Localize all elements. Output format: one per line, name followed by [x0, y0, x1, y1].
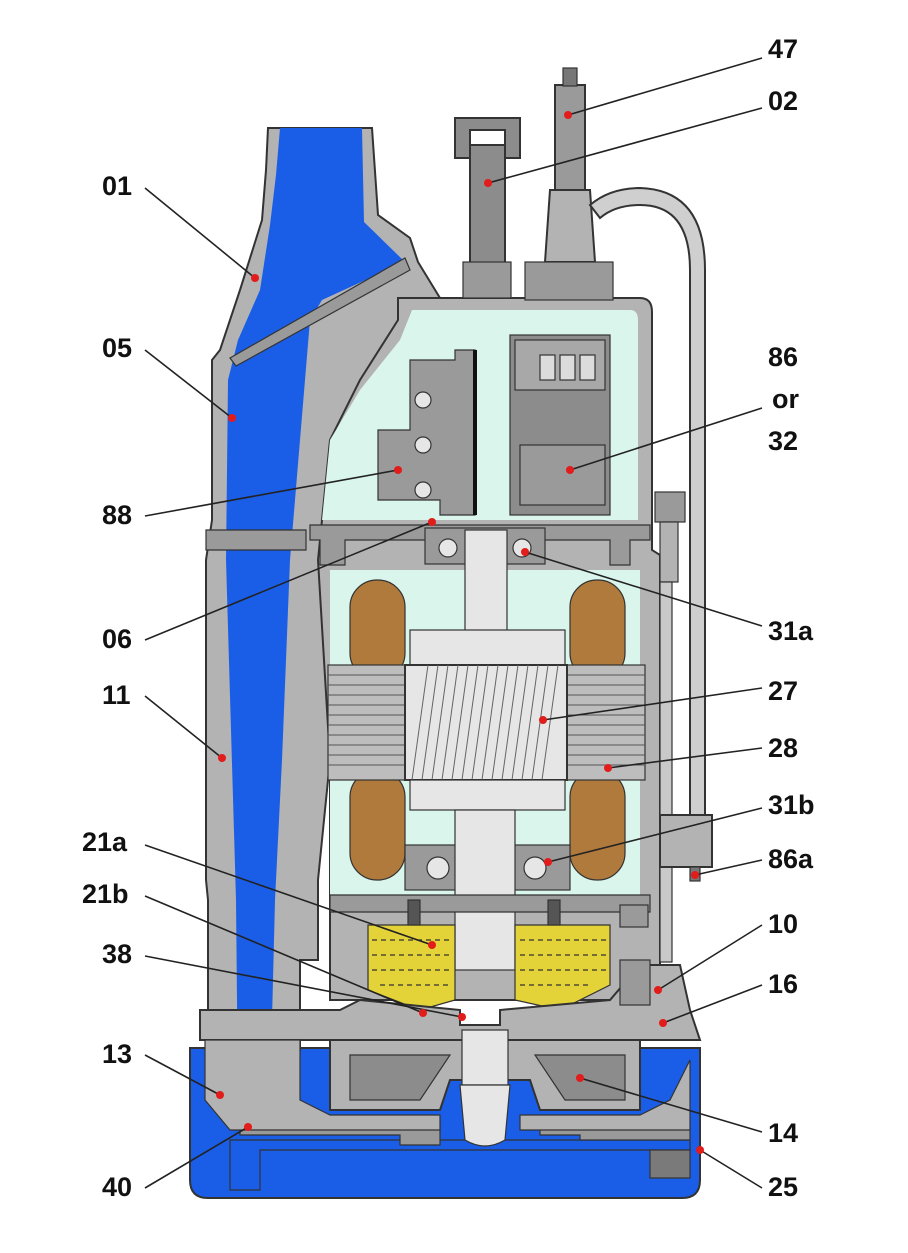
side-rod	[659, 581, 673, 963]
upper-ball-left	[438, 538, 458, 558]
bolt-head	[654, 491, 686, 523]
label-16: 16	[768, 969, 798, 999]
impeller-hub	[461, 1029, 509, 1086]
controller-win-2	[559, 354, 576, 381]
label-47: 47	[768, 34, 798, 64]
pump-casing	[199, 964, 702, 1041]
lower-bracket	[329, 894, 651, 913]
label-31a: 31a	[768, 616, 814, 646]
controller-win-1	[539, 354, 556, 381]
label-11: 11	[102, 680, 131, 710]
side-bolt	[619, 904, 649, 928]
terminal-screw-1	[414, 391, 432, 409]
label-05: 05	[102, 333, 132, 363]
callout-leaders	[144, 57, 763, 1189]
stator-core-right	[564, 664, 646, 781]
label-32: 32	[768, 426, 798, 456]
stator-laminations	[328, 674, 645, 766]
mech-seal-left	[407, 899, 421, 926]
discharge-water	[226, 128, 405, 1100]
bolt-rod	[659, 521, 679, 583]
callout-dots	[216, 111, 704, 1154]
label-25: 25	[768, 1172, 798, 1202]
clamp-16	[619, 959, 651, 1006]
controller-win-3	[579, 354, 596, 381]
float-switch	[659, 814, 713, 868]
label-01: 01	[102, 171, 132, 201]
label-06: 06	[102, 624, 132, 654]
winding-lower-right	[569, 769, 626, 881]
cable-entry	[543, 189, 597, 263]
pipe-joint	[205, 529, 307, 551]
volute-bottom	[204, 1039, 441, 1131]
shaft-lower	[454, 809, 516, 971]
label-31b: 31b	[768, 790, 815, 820]
cable-top	[554, 84, 586, 191]
label-86: 86	[768, 342, 798, 372]
label-02: 02	[768, 86, 798, 116]
terminal-screw-3	[414, 481, 432, 499]
impeller-vane-left	[349, 1054, 452, 1101]
label-86a: 86a	[768, 844, 814, 874]
label-28: 28	[768, 733, 798, 763]
label-14: 14	[768, 1118, 798, 1148]
gland-nut	[462, 261, 512, 299]
gland-cap	[454, 117, 521, 159]
lower-ball-left	[426, 856, 450, 880]
volute-bottom-right	[519, 1059, 691, 1131]
impeller-nut	[459, 1084, 511, 1147]
cable-entry-nut	[524, 261, 614, 301]
rotor-bars	[411, 664, 559, 781]
stator-core-left	[327, 664, 409, 781]
label-40: 40	[102, 1172, 132, 1202]
terminal-screw-2	[414, 436, 432, 454]
label-27: 27	[768, 676, 798, 706]
label-10: 10	[768, 909, 798, 939]
label-21a: 21a	[82, 827, 128, 857]
gland-body	[469, 144, 506, 266]
label-or: or	[772, 384, 799, 414]
cable-wires	[562, 67, 578, 87]
winding-lower-left	[349, 769, 406, 881]
controller-body	[519, 444, 606, 506]
label-88: 88	[102, 500, 132, 530]
discharge-flange	[229, 257, 411, 367]
label-13: 13	[102, 1039, 132, 1069]
bearing-bracket	[309, 524, 651, 566]
bolt-25	[649, 1149, 691, 1179]
rotor-end-lower	[409, 779, 566, 811]
oil-dashes	[372, 939, 606, 986]
mech-seal-right	[547, 899, 561, 926]
label-38: 38	[102, 939, 132, 969]
label-21b: 21b	[82, 879, 129, 909]
oil-chamber-right	[514, 924, 611, 1011]
lower-ball-right	[523, 856, 547, 880]
rotor-end-upper	[409, 629, 566, 666]
